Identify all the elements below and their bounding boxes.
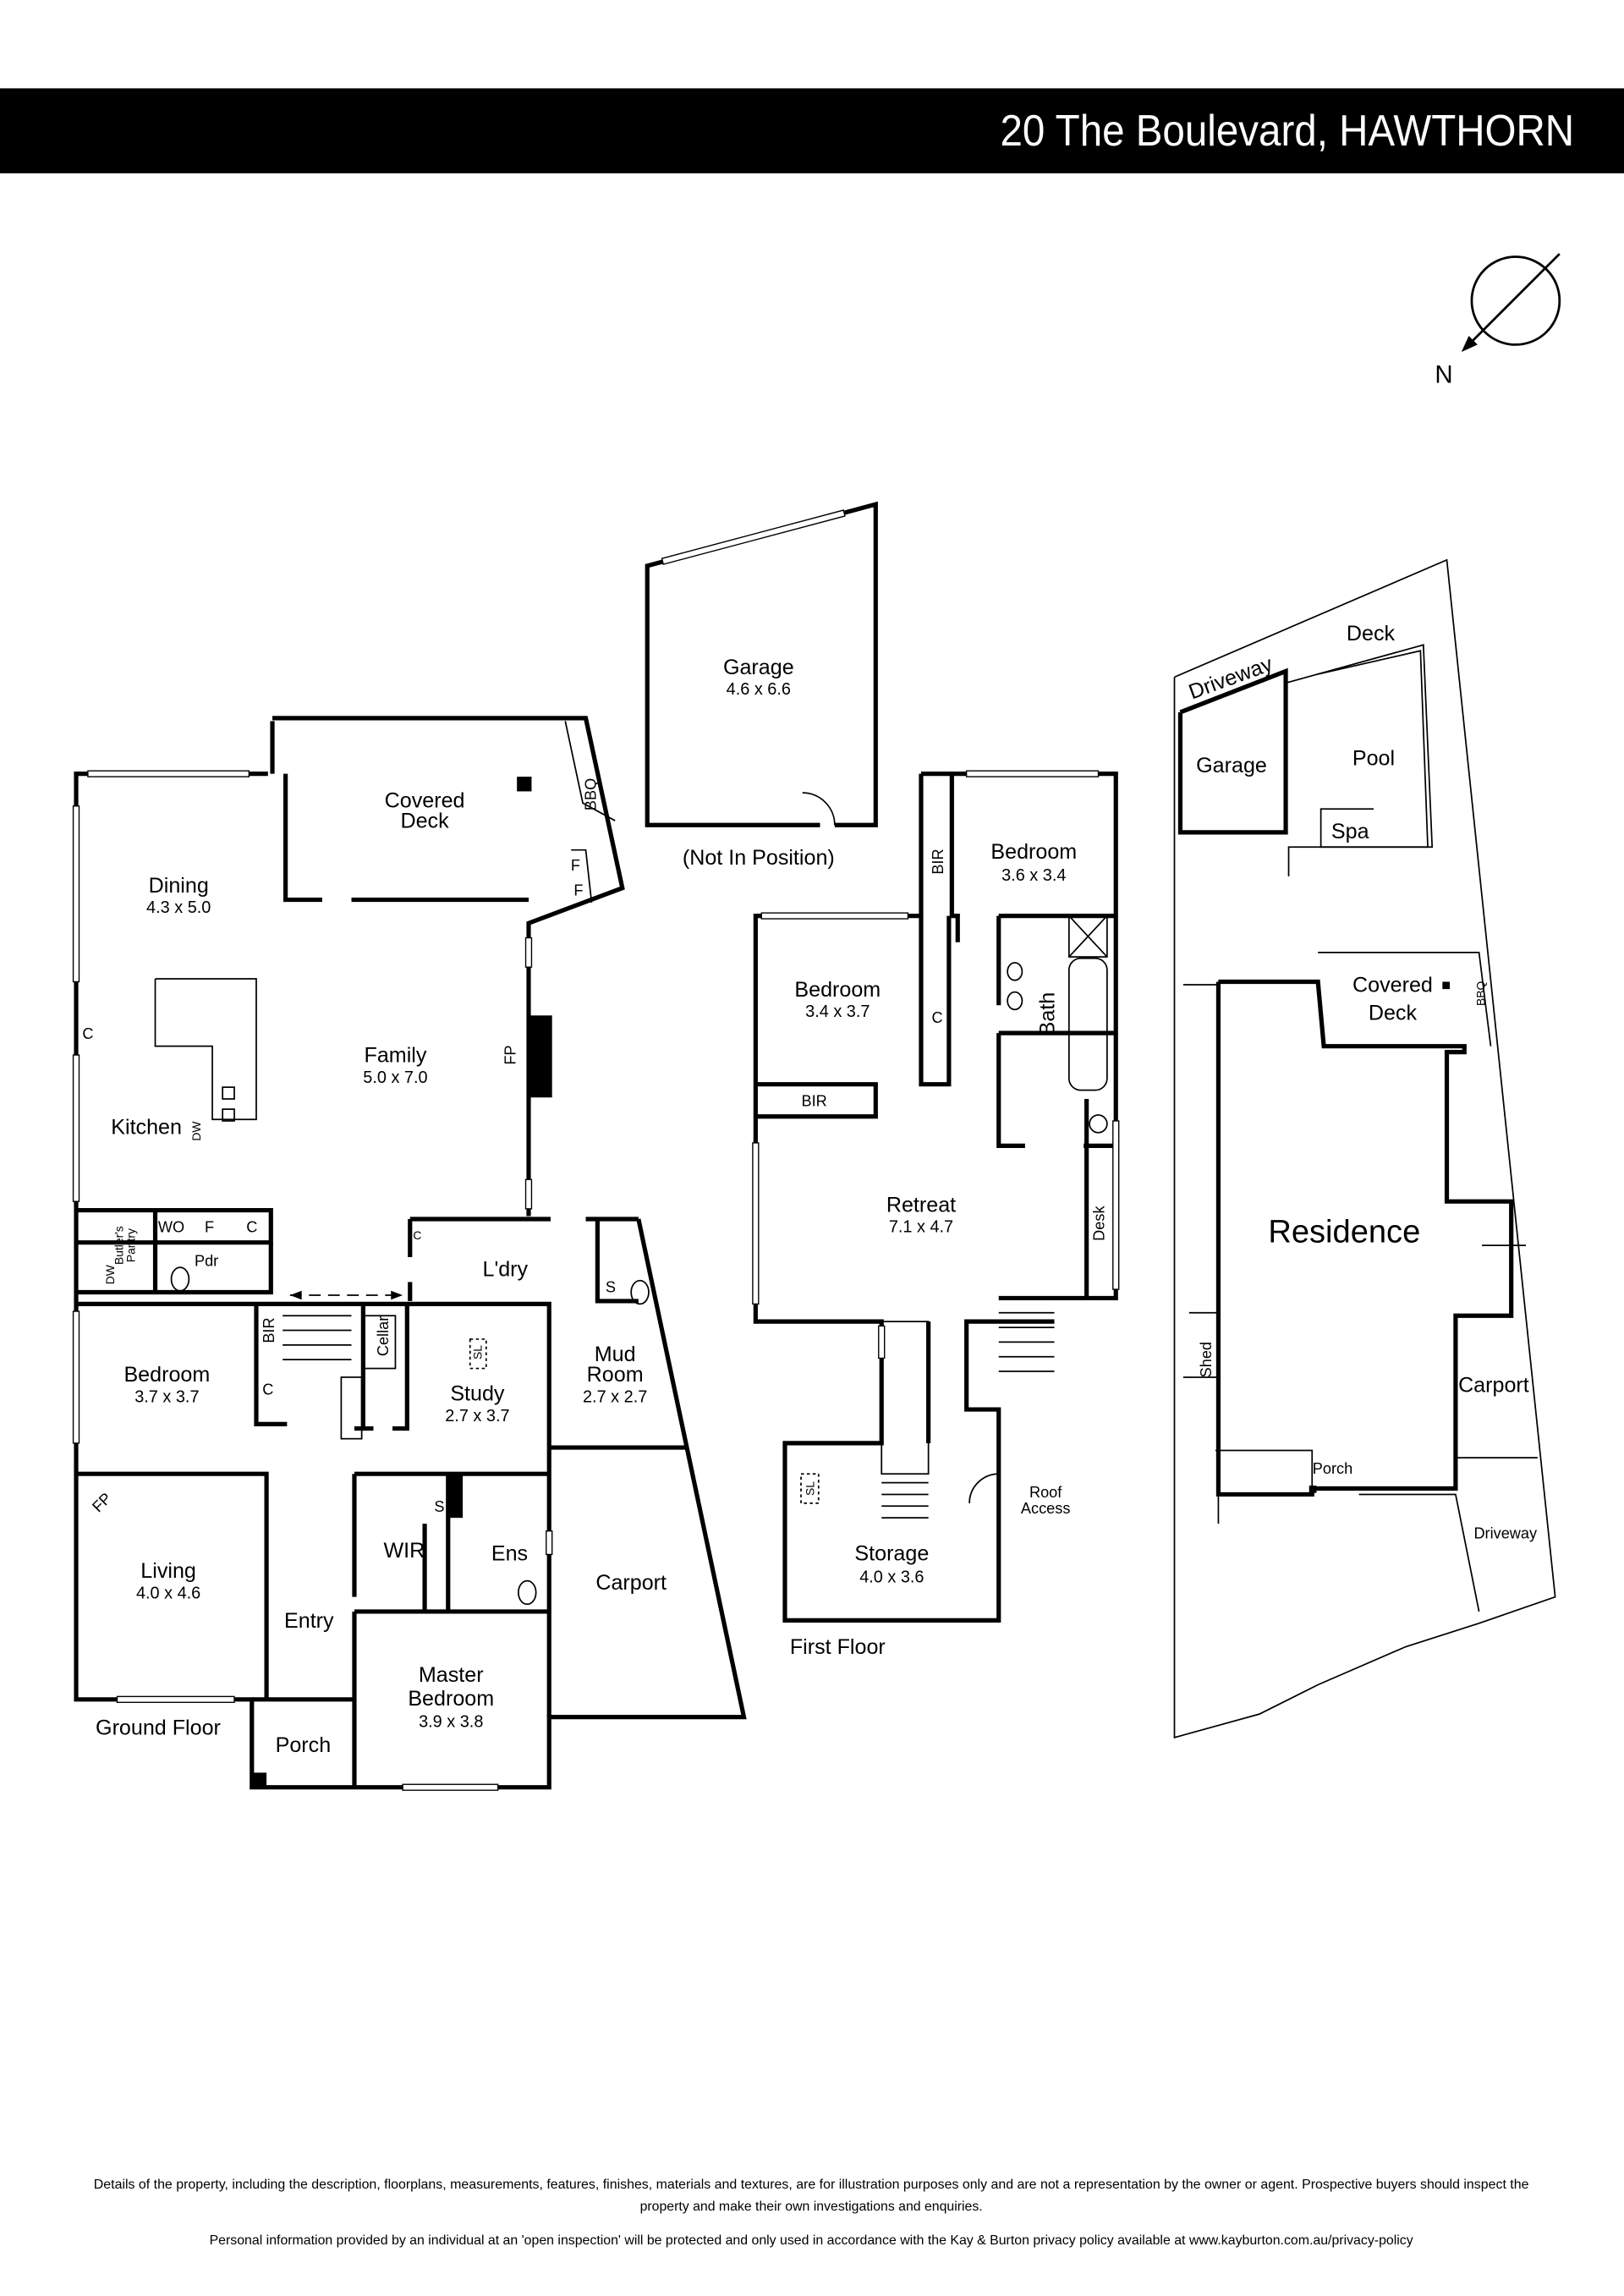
shower-label: S — [606, 1279, 616, 1296]
privacy-notice: Personal information provided by an indi… — [210, 2233, 1414, 2248]
site-driveway-bottom-label: Driveway — [1473, 1524, 1538, 1541]
retreat-label: Retreat — [886, 1193, 956, 1217]
site-deck-label: Deck — [1347, 622, 1396, 645]
fridge-label: F — [573, 882, 583, 898]
ground-floor-labels: Covered Deck BBQ F F Dining 4.3 x 5.0 Fa… — [82, 778, 667, 1757]
family-size: 5.0 x 7.0 — [363, 1068, 427, 1087]
family-label: Family — [365, 1044, 427, 1068]
ensuite-label: Ens — [491, 1541, 528, 1565]
dishwasher-label: DW — [189, 1121, 203, 1141]
bedroom-cupboard-label: C — [262, 1381, 273, 1398]
laundry-label: L'dry — [482, 1257, 528, 1281]
wall-oven-label: WO — [158, 1219, 184, 1236]
powder-room-label: Pdr — [195, 1252, 218, 1269]
bedroom-2-size: 3.4 x 3.7 — [805, 1002, 870, 1021]
laundry-cupboard-label: C — [413, 1228, 421, 1242]
master-bedroom-size: 3.9 x 3.8 — [419, 1713, 483, 1732]
site-garage-label: Garage — [1196, 754, 1267, 777]
roof-access-label: Roof — [1029, 1484, 1062, 1501]
site-driveway-top-label: Driveway — [1186, 652, 1276, 705]
header-bar: 20 The Boulevard, HAWTHORN — [0, 88, 1624, 173]
cupboard-label: C — [246, 1219, 257, 1236]
mud-room-label: Mud — [595, 1343, 636, 1366]
site-residence-label: Residence — [1268, 1215, 1420, 1250]
disclaimer-line-1: Details of the property, including the d… — [94, 2177, 1529, 2192]
bedroom-label: Bedroom — [123, 1363, 210, 1387]
master-bedroom-label-2: Bedroom — [408, 1687, 494, 1711]
butlers-pantry-label-2: Pantry — [123, 1228, 137, 1262]
bath-label: Bath — [1036, 992, 1060, 1036]
ensuite-shower-label: S — [434, 1498, 444, 1515]
cellar-label: Cellar — [375, 1316, 392, 1356]
butlers-pantry-label: Butler's — [112, 1226, 125, 1265]
storage-label: Storage — [854, 1541, 929, 1565]
site-spa-label: Spa — [1331, 820, 1369, 843]
pantry-dishwasher-label: DW — [103, 1264, 117, 1284]
wir-label: WIR — [383, 1539, 425, 1563]
skylight-label: SL — [471, 1345, 485, 1359]
mud-room-size: 2.7 x 2.7 — [583, 1387, 647, 1406]
site-porch-label: Porch — [1313, 1460, 1352, 1477]
garage-plan: Garage 4.6 x 6.6 (Not In Position) — [645, 501, 878, 870]
site-bbq-label: BBQ — [1474, 981, 1488, 1006]
dining-label: Dining — [149, 874, 209, 898]
mud-room-label-2: Room — [587, 1363, 644, 1387]
living-label: Living — [140, 1559, 196, 1583]
garage-size: 4.6 x 6.6 — [727, 680, 791, 699]
kitchen-label: Kitchen — [111, 1116, 182, 1140]
living-fireplace-label: FP — [89, 1490, 115, 1516]
bedroom-1-label: Bedroom — [990, 840, 1077, 864]
study-label: Study — [450, 1382, 505, 1406]
first-floor-title: First Floor — [790, 1635, 886, 1659]
bedroom-bir-label: BIR — [261, 1317, 277, 1343]
site-pool-label: Pool — [1352, 746, 1395, 770]
dining-size: 4.3 x 5.0 — [146, 898, 211, 917]
skylight-label: SL — [804, 1481, 817, 1496]
north-compass-icon: N — [1435, 253, 1561, 388]
desk-label: Desk — [1090, 1206, 1107, 1241]
garage-not-in-position-note: (Not In Position) — [683, 846, 835, 870]
study-size: 2.7 x 3.7 — [445, 1407, 509, 1425]
bedroom-1-size: 3.6 x 3.4 — [1001, 866, 1066, 885]
site-covered-deck-label-2: Deck — [1369, 1002, 1418, 1025]
property-address-title: 20 The Boulevard, HAWTHORN — [1000, 107, 1574, 156]
fridge-label: F — [571, 857, 580, 874]
covered-deck-label: Covered — [385, 788, 465, 812]
bedroom-size: 3.7 x 3.7 — [134, 1387, 199, 1406]
bedroom-2-label: Bedroom — [794, 978, 881, 1002]
site-shed-label: Shed — [1198, 1342, 1215, 1377]
site-plan: Deck Driveway Garage Pool Spa Covered De… — [1173, 558, 1556, 1738]
fridge-label: F — [205, 1219, 214, 1236]
fireplace-label: FP — [502, 1045, 518, 1064]
porch-label: Porch — [276, 1733, 332, 1757]
disclaimer-line-2: property and make their own investigatio… — [640, 2199, 983, 2214]
bir-label: BIR — [930, 849, 946, 874]
living-size: 4.0 x 4.6 — [136, 1584, 200, 1602]
covered-deck-label-2: Deck — [400, 810, 449, 833]
kitchen-cupboard-label: C — [82, 1025, 93, 1042]
bbq-label: BBQ — [583, 778, 600, 810]
retreat-size: 7.1 x 4.7 — [889, 1218, 953, 1237]
master-bedroom-label: Master — [419, 1663, 484, 1687]
garage-label: Garage — [723, 656, 794, 679]
compass-north-label: N — [1435, 360, 1452, 388]
first-floor-plan: BIR Bedroom 3.6 x 3.4 Bedroom 3.4 x 3.7 … — [752, 770, 1120, 1659]
storage-size: 4.0 x 3.6 — [859, 1568, 924, 1586]
footer-disclaimer: Details of the property, including the d… — [94, 2177, 1529, 2248]
site-carport-label: Carport — [1458, 1373, 1529, 1397]
site-covered-deck-label: Covered — [1352, 974, 1433, 997]
roof-access-label-2: Access — [1021, 1500, 1071, 1517]
ground-floor-plan — [72, 716, 747, 1791]
bir-2-label: BIR — [801, 1093, 826, 1110]
entry-label: Entry — [284, 1609, 334, 1633]
cupboard-label: C — [931, 1009, 942, 1026]
carport-label: Carport — [595, 1571, 667, 1595]
ground-floor-title: Ground Floor — [96, 1716, 221, 1739]
